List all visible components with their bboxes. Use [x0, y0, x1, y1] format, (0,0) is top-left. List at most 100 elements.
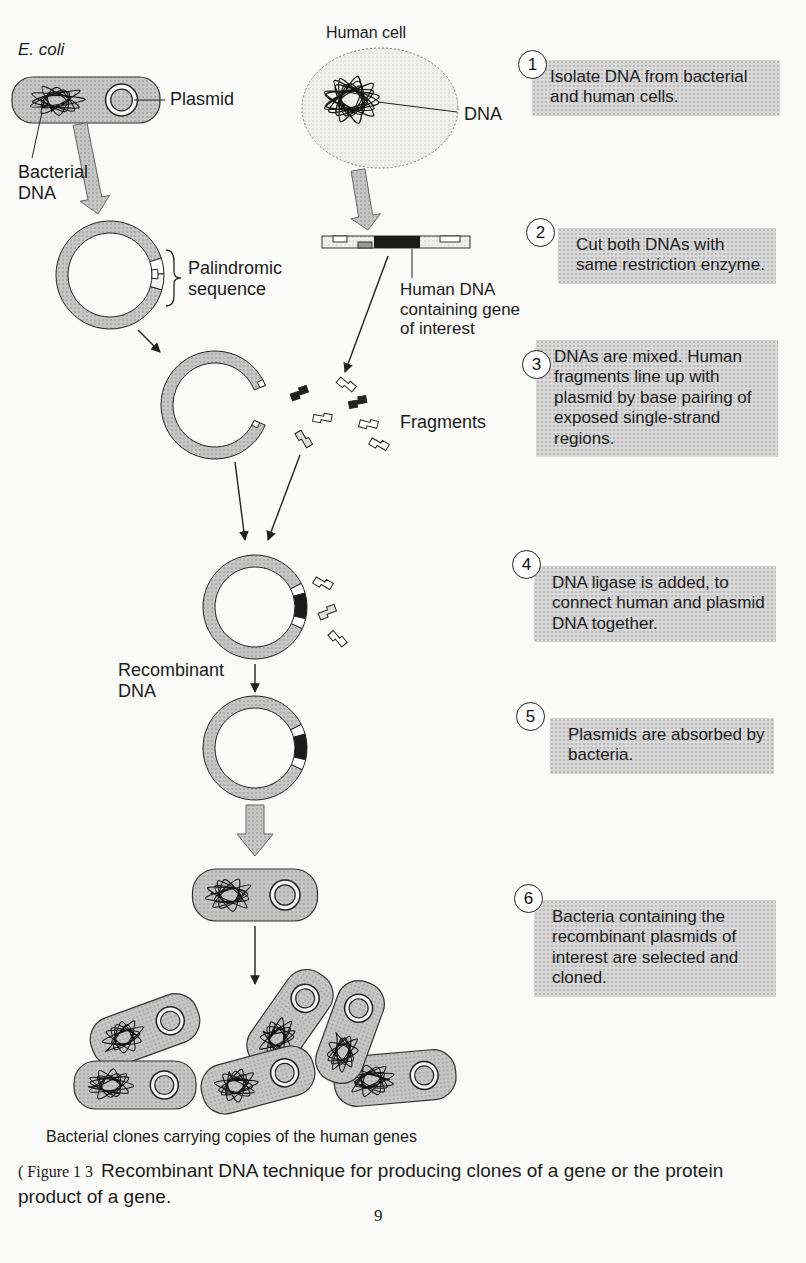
step-text: Cut both DNAs with same restriction enzy…: [576, 235, 768, 276]
bacterium: [74, 1061, 196, 1109]
dna-segment: [358, 242, 372, 248]
process-arrow: [254, 664, 255, 692]
plasmid-segment: [257, 380, 265, 388]
plasmid-ring-inner: [275, 885, 295, 905]
part-label: Recombinant DNA: [118, 660, 243, 701]
plasmid-segment: [203, 696, 302, 800]
process-arrow: [345, 256, 388, 372]
step-box: 2Cut both DNAs with same restriction enz…: [558, 228, 776, 284]
plasmid-ring-inner: [273, 1061, 296, 1084]
plasmid: [56, 221, 164, 329]
label-slot: Palindromic sequence: [188, 258, 303, 299]
part-label: DNA: [464, 104, 502, 125]
block-arrow: [351, 169, 381, 230]
part-label: Bacterial DNA: [18, 162, 108, 203]
cell-wall: [193, 869, 318, 921]
cut-plasmid: [161, 351, 265, 459]
cell-wall: [309, 974, 390, 1089]
leader-line: [378, 102, 457, 112]
step-text: Bacteria containing the recombinant plas…: [552, 907, 768, 989]
step-box: 6Bacteria containing the recombinant pla…: [534, 900, 776, 997]
dna-fragment: [295, 429, 313, 450]
step-text: Isolate DNA from bacterial and human cel…: [550, 67, 772, 108]
step-text: DNAs are mixed. Human fragments line up …: [554, 347, 770, 449]
plasmid-segment: [56, 221, 162, 329]
process-arrow: [254, 926, 255, 984]
gene-of-interest: [374, 236, 420, 248]
label-slot: Human DNA containing gene of interest: [400, 280, 530, 339]
dna-fragment: [369, 435, 390, 453]
bacterium: [84, 987, 206, 1072]
callout-number: 5: [516, 702, 545, 731]
bacterium: [309, 974, 390, 1089]
caption-row: ( Figure 1 3Recombinant DNA technique fo…: [18, 1158, 788, 1209]
step-box: 4DNA ligase is added, to connect human a…: [534, 566, 776, 642]
plasmid-ring: [286, 979, 325, 1018]
dna-coil: [30, 86, 85, 115]
caption: Recombinant DNA technique for producing …: [18, 1160, 723, 1207]
plasmid-segment: [152, 269, 158, 279]
step-text: DNA ligase is added, to connect human an…: [552, 573, 768, 634]
dna-fragment: [328, 629, 347, 649]
step-box: 1Isolate DNA from bacterial and human ce…: [532, 60, 780, 116]
label-slot: Human cell: [326, 24, 406, 42]
dna-coil: [205, 879, 250, 911]
plasmid-ring: [409, 1060, 439, 1090]
plasmid-segment: [161, 351, 265, 459]
dna-fragment: [289, 385, 309, 401]
plasmid-ring-inner: [292, 985, 319, 1012]
dna-fragment: [359, 417, 379, 431]
plasmid-segment: [294, 734, 307, 760]
plasmid-segment: [252, 421, 260, 428]
dna-coil: [324, 76, 379, 123]
recombinant-plasmid: [203, 555, 307, 659]
plasmid-ring-inner: [158, 1009, 182, 1033]
part-label: Human cell: [326, 24, 406, 42]
label-slot: E. coli: [18, 40, 64, 60]
cell-wall: [196, 1041, 320, 1119]
callout-number: 6: [514, 884, 543, 913]
plasmid-ring-inner: [155, 1075, 174, 1094]
leader-line: [134, 100, 165, 101]
figure-number: ( Figure 1 3: [18, 1163, 93, 1180]
dna-fragment: [313, 412, 332, 425]
label-slot: 9: [374, 1206, 383, 1226]
bracket: [166, 250, 181, 306]
callout-number: 1: [518, 50, 547, 79]
part-label: Palindromic sequence: [188, 258, 303, 299]
dna-segment: [333, 236, 347, 242]
dna-fragment: [348, 396, 367, 409]
dna-fragment: [313, 574, 334, 592]
process-arrow: [268, 455, 300, 540]
cell-wall: [84, 987, 206, 1072]
recombinant-plasmid: [203, 696, 307, 800]
step-box: 3DNAs are mixed. Human fragments line up…: [536, 340, 778, 457]
label-slot: Plasmid: [170, 89, 234, 110]
process-arrow: [235, 462, 245, 540]
human-cell: [302, 48, 458, 168]
plasmid-ring-inner: [414, 1065, 435, 1086]
part-label: 9: [374, 1206, 383, 1226]
part-label: Human DNA containing gene of interest: [400, 280, 530, 339]
part-label: Fragments: [400, 412, 486, 433]
leader-line: [412, 249, 413, 278]
dna-coil: [97, 1015, 149, 1060]
human-dna-bar: [322, 236, 470, 248]
plasmid-ring: [106, 84, 138, 116]
callout-number: 3: [522, 350, 551, 379]
dna-coil: [213, 1065, 262, 1107]
label-slot: DNA: [464, 104, 502, 125]
bacterium: [196, 1041, 320, 1119]
plasmid-segment: [203, 555, 302, 659]
bacterium: [193, 869, 318, 921]
label-slot: Recombinant DNA: [118, 660, 243, 701]
callout-number: 2: [526, 218, 555, 247]
dna-coil: [88, 1069, 133, 1099]
leader-line: [32, 112, 42, 158]
dna-fragment: [336, 375, 356, 394]
plasmid-ring-inner: [346, 996, 370, 1020]
plasmid-ring: [150, 1071, 178, 1099]
block-arrow: [237, 805, 273, 856]
plasmid-segment: [291, 616, 305, 629]
part-label: Bacterial clones carrying copies of the …: [46, 1128, 417, 1146]
